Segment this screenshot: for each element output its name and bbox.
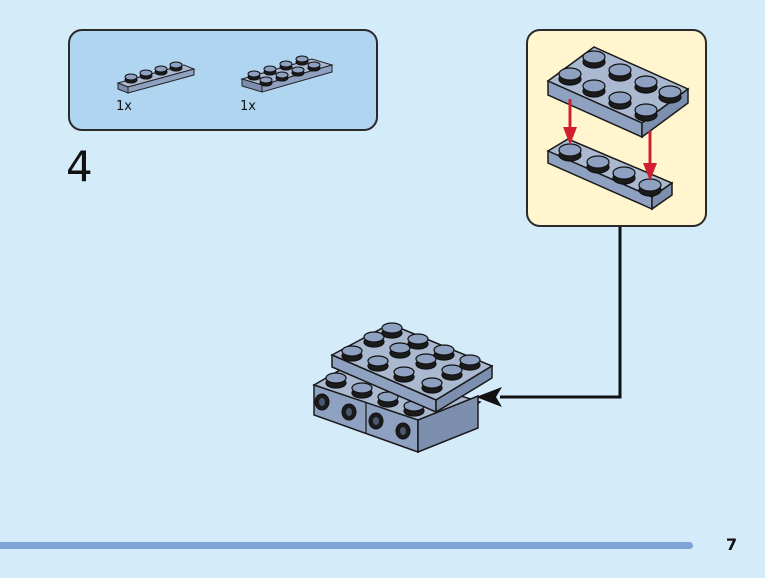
callout-arrow-right-icon bbox=[643, 131, 657, 181]
callout-plate-1x4 bbox=[546, 138, 674, 211]
part-quantity: 1x bbox=[240, 99, 256, 114]
callout-arrow-left-icon bbox=[563, 99, 577, 145]
parts-list-box: 1x 1x bbox=[68, 29, 378, 131]
callout-plate-2x4 bbox=[546, 46, 690, 139]
plate-2x4-icon bbox=[240, 55, 334, 93]
callout-illustration bbox=[546, 46, 690, 211]
plate-1x4-icon bbox=[116, 61, 196, 94]
step-number: 4 bbox=[66, 142, 93, 191]
page-number: 7 bbox=[726, 535, 738, 554]
sub-assembly-callout bbox=[526, 29, 707, 227]
part-quantity: 1x bbox=[116, 99, 132, 114]
footer-bar bbox=[0, 542, 693, 549]
